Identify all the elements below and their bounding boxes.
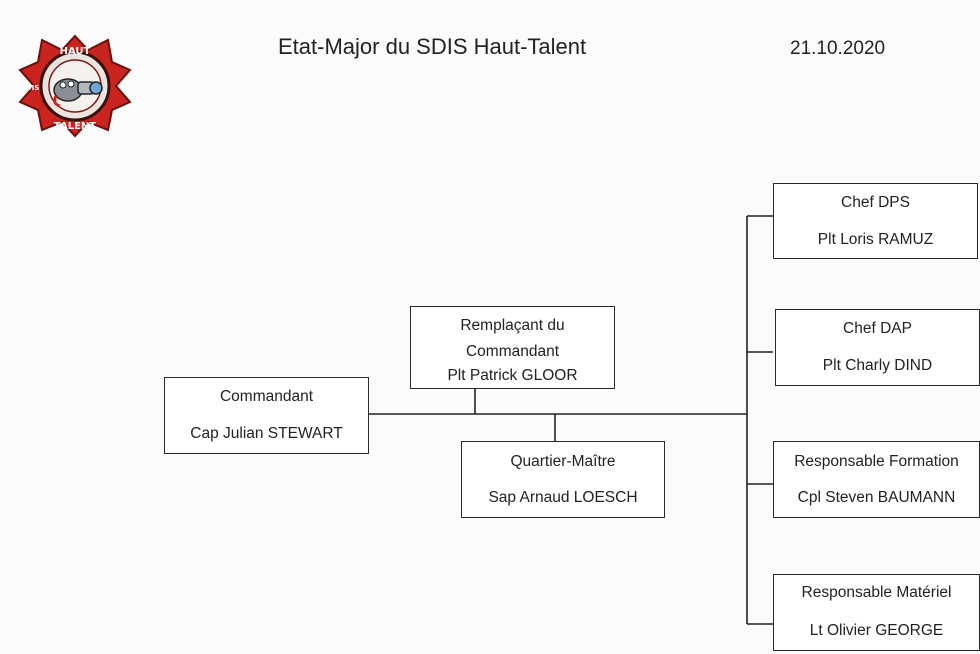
node-person: Plt Patrick GLOOR bbox=[447, 367, 578, 384]
svg-text:TALENT: TALENT bbox=[54, 121, 96, 132]
node-person: Sap Arnaud LOESCH bbox=[488, 489, 638, 506]
node-role: Commandant bbox=[465, 343, 560, 360]
node-person: Plt Charly DIND bbox=[822, 357, 933, 374]
node-role: Chef DPS bbox=[841, 194, 910, 211]
date-label: 21.10.2020 bbox=[790, 38, 886, 59]
node-chef-dap: Chef DAP Plt Charly DIND bbox=[775, 309, 980, 386]
node-person: Lt Olivier GEORGE bbox=[809, 622, 944, 639]
node-commandant: Commandant Cap Julian STEWART bbox=[164, 377, 369, 454]
sdis-logo: HAUT TALENT SDIS bbox=[18, 34, 132, 138]
node-role: Responsable Formation bbox=[794, 453, 959, 470]
node-role: Remplaçant du bbox=[460, 317, 565, 334]
node-chef-dps: Chef DPS Plt Loris RAMUZ bbox=[773, 183, 978, 259]
node-person: Plt Loris RAMUZ bbox=[817, 231, 934, 248]
page-title: Etat-Major du SDIS Haut-Talent bbox=[278, 34, 587, 59]
node-role: Chef DAP bbox=[843, 320, 912, 337]
node-role: Quartier-Maître bbox=[510, 453, 616, 470]
node-person: Cpl Steven BAUMANN bbox=[797, 489, 956, 506]
node-role: Responsable Matériel bbox=[801, 584, 952, 601]
node-quartermaster: Quartier-Maître Sap Arnaud LOESCH bbox=[461, 441, 665, 518]
svg-text:SDIS: SDIS bbox=[21, 84, 40, 92]
node-person: Cap Julian STEWART bbox=[190, 425, 343, 442]
node-formation: Responsable Formation Cpl Steven BAUMANN bbox=[773, 441, 980, 518]
svg-text:HAUT: HAUT bbox=[60, 46, 91, 57]
node-materiel: Responsable Matériel Lt Olivier GEORGE bbox=[773, 574, 980, 651]
node-role: Commandant bbox=[219, 388, 314, 405]
node-deputy: Remplaçant du Commandant Plt Patrick GLO… bbox=[410, 306, 615, 389]
